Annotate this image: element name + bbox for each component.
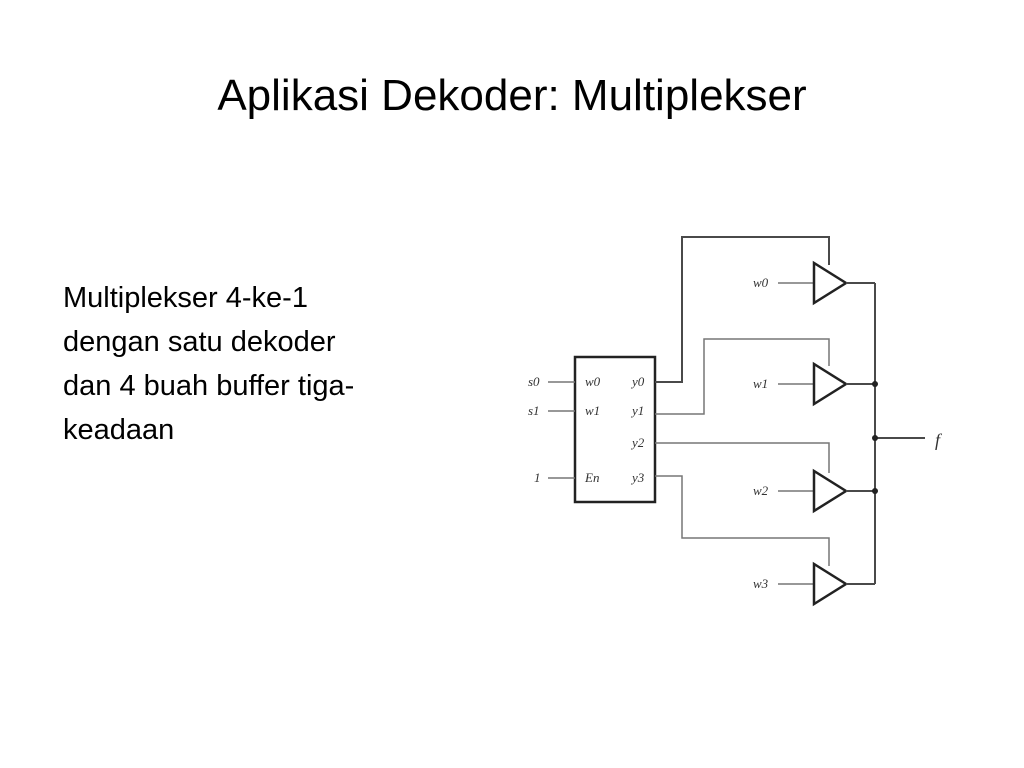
wire-y3-enable bbox=[655, 475, 830, 566]
wire-y0-enable bbox=[655, 236, 830, 383]
slide-title: Aplikasi Dekoder: Multiplekser bbox=[217, 71, 807, 120]
decoder-block bbox=[573, 355, 657, 504]
tri-state-buffer-0 bbox=[812, 260, 849, 306]
junction-dot-1 bbox=[872, 381, 878, 387]
label-w1: w1 bbox=[753, 376, 768, 391]
label-s1: s1 bbox=[528, 403, 540, 418]
pin-y0: y0 bbox=[630, 374, 645, 389]
pin-en: En bbox=[584, 470, 599, 485]
label-s0: s0 bbox=[528, 374, 540, 389]
body-line-1: Multiplekser 4-ke-1 bbox=[63, 282, 308, 314]
junction-dot-2 bbox=[872, 488, 878, 494]
pin-w1: w1 bbox=[585, 403, 600, 418]
label-enable-value: 1 bbox=[534, 470, 541, 485]
label-w2: w2 bbox=[753, 483, 769, 498]
pin-y2: y2 bbox=[630, 435, 645, 450]
label-output-f: f bbox=[935, 430, 943, 450]
slide-body-text: Multiplekser 4-ke-1 dengan satu dekoder … bbox=[63, 276, 443, 452]
tri-state-buffer-1 bbox=[812, 361, 849, 407]
wire-y2-enable bbox=[655, 442, 830, 473]
pin-y3: y3 bbox=[630, 470, 645, 485]
tri-state-buffer-3 bbox=[812, 561, 849, 607]
label-w0: w0 bbox=[753, 275, 769, 290]
label-w3: w3 bbox=[753, 576, 769, 591]
junction-dot-out bbox=[872, 435, 878, 441]
pin-w0: w0 bbox=[585, 374, 601, 389]
body-line-2: dengan satu dekoder bbox=[63, 326, 336, 358]
tri-state-buffer-2 bbox=[812, 468, 849, 514]
wire-y1-enable bbox=[655, 338, 830, 415]
pin-y1: y1 bbox=[630, 403, 644, 418]
body-line-4: keadaan bbox=[63, 414, 175, 446]
body-line-3: dan 4 buah buffer tiga- bbox=[63, 370, 355, 402]
